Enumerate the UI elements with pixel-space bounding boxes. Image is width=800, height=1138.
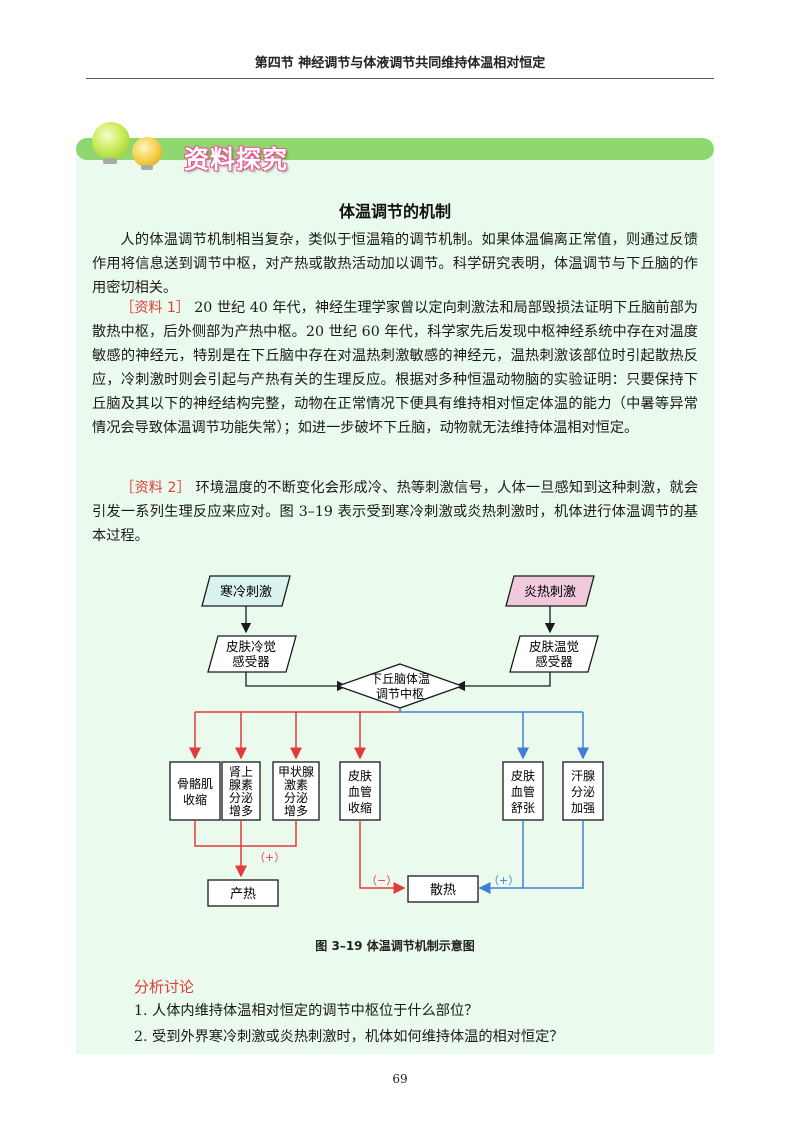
cold-receptor-line2: 感受器 — [232, 654, 270, 669]
warm-receptor-box: 皮肤温觉 感受器 — [509, 635, 599, 673]
heat-production-label: 产热 — [230, 887, 256, 902]
lightbulb-icon — [92, 122, 130, 160]
heat-dissipation-label: 散热 — [430, 883, 456, 898]
figure-caption: 图 3–19 体温调节机制示意图 — [315, 939, 475, 953]
vasoconstriction-line1: 皮肤 — [348, 768, 372, 783]
skeletal-muscle-box: 骨骼肌 收缩 — [169, 761, 221, 821]
minus-label: （−） — [366, 874, 397, 887]
inquiry-banner-bar — [76, 138, 714, 160]
center-line1: 下丘脑体温 — [370, 672, 430, 686]
thyroid-line4: 增多 — [284, 804, 308, 818]
adrenaline-box: 肾上 腺素 分泌 增多 — [221, 761, 261, 821]
blue-connector — [399, 708, 583, 713]
material-2-paragraph: ［资料 2］ 环境温度的不断变化会形成冷、热等刺激信号，人体一旦感知到这种刺激，… — [92, 476, 698, 548]
adrenaline-line2: 腺素 — [229, 778, 253, 792]
discussion-question-1: 1. 人体内维持体温相对恒定的调节中枢位于什么部位？ — [134, 1003, 479, 1019]
sweat-line3: 加强 — [571, 801, 595, 815]
thyroid-line3: 分泌 — [284, 791, 308, 805]
page-number: 69 — [392, 1072, 408, 1086]
material-1-tag: ［资料 1］ — [120, 300, 190, 316]
vasodilation-line2: 血管 — [511, 784, 535, 799]
skeletal-muscle-line1: 骨骼肌 — [177, 776, 213, 791]
sweat-line1: 汗腺 — [571, 769, 595, 783]
thermoregulation-diagram: 寒冷刺激 炎热刺激 皮肤冷觉 感受器 皮肤温觉 感受器 下丘脑体温 调节中枢 骨… — [169, 575, 604, 907]
adrenaline-line3: 分泌 — [229, 791, 253, 805]
lightbulb-base-icon — [103, 158, 117, 164]
blue-arrow — [478, 820, 584, 894]
heat-stimulus-box: 炎热刺激 — [505, 575, 595, 607]
cold-receptor-line1: 皮肤冷觉 — [226, 639, 276, 654]
heat-stimulus-label: 炎热刺激 — [524, 585, 576, 600]
center-line2: 调节中枢 — [376, 686, 424, 701]
thyroid-line2: 激素 — [284, 778, 308, 792]
heat-production-box: 产热 — [207, 879, 279, 907]
plus-label-heat-dissipation: （+） — [488, 874, 519, 887]
plus-label-heat-production: （+） — [254, 851, 285, 864]
red-connector — [195, 708, 401, 713]
vasodilation-box: 皮肤 血管 舒张 — [502, 761, 544, 821]
arrow — [454, 672, 551, 692]
lightbulb-icon — [132, 137, 162, 167]
skeletal-muscle-line2: 收缩 — [183, 792, 207, 807]
inquiry-banner-title: 资料探究 — [184, 145, 289, 174]
inquiry-panel — [76, 150, 714, 1054]
thyroid-hormone-box: 甲状腺 激素 分泌 增多 — [272, 761, 320, 821]
running-header: 第四节 神经调节与体液调节共同维持体温相对恒定 — [254, 56, 546, 71]
hypothalamus-center: 下丘脑体温 调节中枢 — [336, 663, 464, 709]
cold-receptor-box: 皮肤冷觉 感受器 — [207, 635, 297, 673]
cold-stimulus-label: 寒冷刺激 — [220, 584, 272, 600]
material-2-text: 环境温度的不断变化会形成冷、热等刺激信号，人体一旦感知到这种刺激，就会引发一系列… — [92, 480, 699, 544]
sweat-line2: 分泌 — [571, 785, 595, 799]
red-arrow — [359, 820, 406, 894]
vasoconstriction-box: 皮肤 血管 收缩 — [339, 761, 381, 821]
material-1-text: 20 世纪 40 年代，神经生理学家曾以定向刺激法和局部毁损法证明下丘脑前部为散… — [92, 300, 698, 436]
discussion-question-2: 2. 受到外界寒冷刺激或炎热刺激时，机体如何维持体温的相对恒定？ — [134, 1029, 564, 1045]
vasodilation-line3: 舒张 — [511, 801, 535, 815]
warm-receptor-line1: 皮肤温觉 — [529, 639, 579, 654]
section-title: 体温调节的机制 — [338, 202, 451, 221]
warm-receptor-line2: 感受器 — [535, 654, 573, 669]
thyroid-line1: 甲状腺 — [278, 765, 314, 779]
material-1-paragraph: ［资料 1］ 20 世纪 40 年代，神经生理学家曾以定向刺激法和局部毁损法证明… — [92, 296, 698, 440]
discussion-title: 分析讨论 — [134, 978, 195, 996]
arrow — [245, 672, 348, 692]
lightbulb-base-icon — [141, 165, 153, 170]
sweat-gland-box: 汗腺 分泌 加强 — [562, 761, 604, 821]
adrenaline-line4: 增多 — [229, 804, 253, 818]
cold-stimulus-box: 寒冷刺激 — [201, 575, 291, 607]
header-rule — [86, 78, 714, 79]
vasoconstriction-line3: 收缩 — [348, 800, 372, 815]
material-2-tag: ［资料 2］ — [120, 480, 191, 496]
adrenaline-line1: 肾上 — [229, 765, 253, 779]
vasoconstriction-line2: 血管 — [348, 784, 372, 799]
vasodilation-line1: 皮肤 — [511, 768, 535, 783]
intro-paragraph: 人的体温调节机制相当复杂，类似于恒温箱的调节机制。如果体温偏离正常值，则通过反馈… — [92, 232, 698, 296]
heat-dissipation-box: 散热 — [407, 875, 479, 903]
red-connector — [194, 820, 297, 847]
